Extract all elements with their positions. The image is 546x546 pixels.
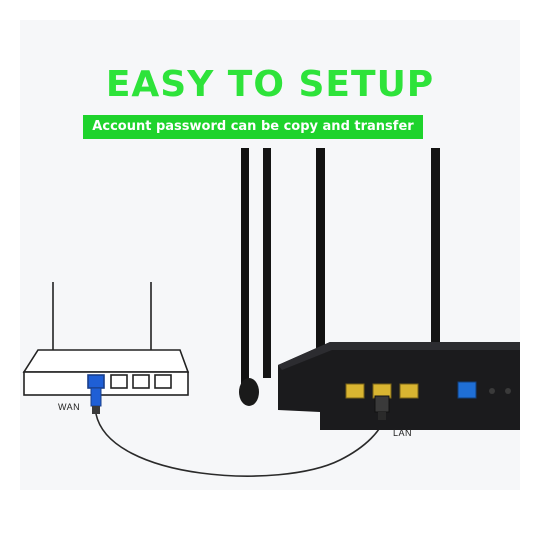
reset-button bbox=[489, 388, 495, 394]
router-photo-icon bbox=[239, 148, 520, 430]
router-body bbox=[278, 342, 520, 430]
lan-port-3 bbox=[399, 383, 419, 399]
power-button bbox=[505, 388, 511, 394]
antenna-1 bbox=[241, 148, 249, 388]
subline-banner: Account password can be copy and transfe… bbox=[83, 115, 423, 139]
wan-cable-plug bbox=[90, 387, 102, 414]
setup-illustration bbox=[22, 148, 520, 477]
diagram-wan-port bbox=[87, 374, 105, 389]
diagram-lan-port-2 bbox=[132, 374, 150, 389]
headline: EASY TO SETUP bbox=[105, 64, 435, 105]
wan-label: WAN bbox=[58, 402, 81, 412]
product-image: EASY TO SETUP Account password can be co… bbox=[20, 20, 520, 490]
diagram-router-top bbox=[22, 349, 190, 373]
router-outline-icon bbox=[22, 282, 190, 396]
lan-label: LAN bbox=[393, 428, 413, 438]
lan-port-1 bbox=[345, 383, 365, 399]
lan-cable-plug bbox=[374, 395, 390, 413]
ethernet-cable bbox=[95, 413, 385, 477]
antenna-4 bbox=[431, 148, 440, 383]
diagram-lan-port-1 bbox=[110, 374, 128, 389]
diagram-lan-port-3 bbox=[154, 374, 172, 389]
antenna-2 bbox=[263, 148, 271, 378]
wan-port bbox=[457, 381, 477, 399]
antenna-3 bbox=[316, 148, 325, 378]
